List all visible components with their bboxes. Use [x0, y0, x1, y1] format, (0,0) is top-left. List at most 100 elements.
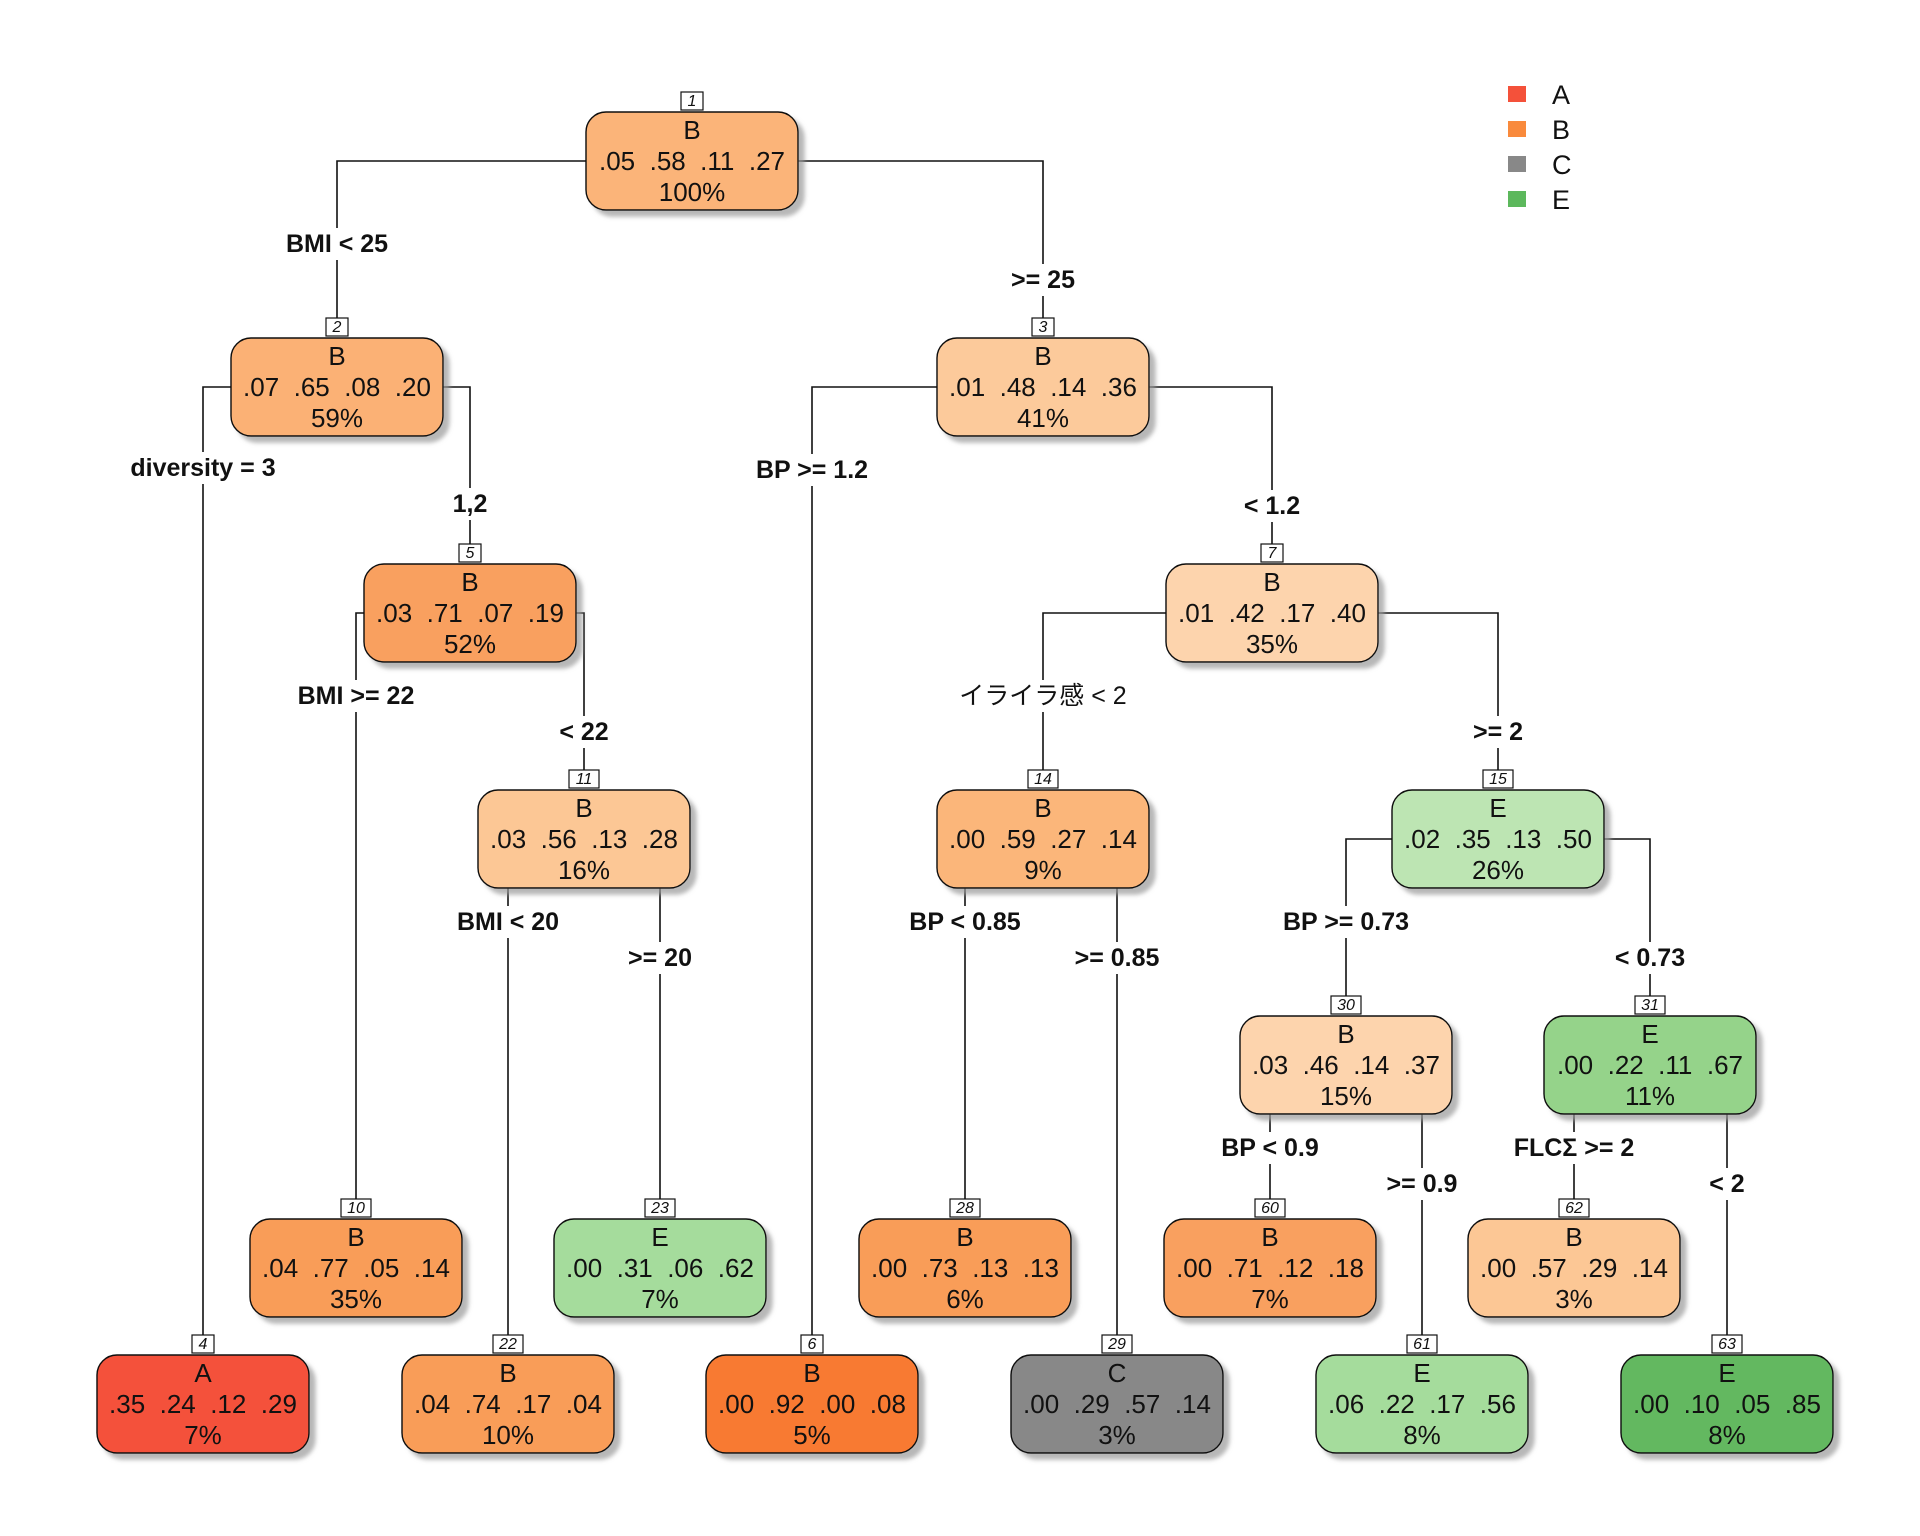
node-percentage: 8%	[1708, 1420, 1746, 1450]
split-label-bg-1-left	[281, 228, 393, 260]
split-label-bg-2-right	[448, 488, 492, 520]
node-box	[1315, 1354, 1529, 1454]
node-box	[249, 1218, 463, 1318]
split-label-31-left: FLCΣ >= 2	[1514, 1134, 1635, 1162]
node-number: 7	[1268, 545, 1278, 562]
split-label-3-right: < 1.2	[1244, 492, 1300, 520]
node-14: B.00 .59 .27 .149%14	[936, 769, 1150, 889]
legend-label: A	[1552, 80, 1570, 110]
node-class-label: B	[956, 1222, 973, 1252]
node-number-tag	[1254, 1198, 1286, 1218]
node-class-label: B	[1337, 1019, 1354, 1049]
split-label-bg-15-left	[1278, 906, 1414, 938]
node-percentage: 3%	[1098, 1420, 1136, 1450]
node-number-tag	[1031, 317, 1055, 337]
node-class-label: B	[1034, 793, 1051, 823]
split-label-bg-7-left	[955, 680, 1131, 712]
node-number-tag	[949, 1198, 981, 1218]
node-63: E.00 .10 .05 .858%63	[1620, 1334, 1834, 1454]
node-class-label: E	[1413, 1358, 1430, 1388]
node-4: A.35 .24 .12 .297%4	[96, 1334, 310, 1454]
node-probabilities: .03 .56 .13 .28	[490, 824, 678, 854]
node-probabilities: .01 .42 .17 .40	[1178, 598, 1366, 628]
node-number: 23	[650, 1200, 669, 1217]
node-box	[1010, 1354, 1224, 1454]
node-probabilities: .00 .57 .29 .14	[1480, 1253, 1668, 1283]
edge-1-3	[792, 160, 1044, 330]
node-percentage: 11%	[1625, 1081, 1675, 1111]
split-label-1-right: >= 25	[1011, 266, 1075, 294]
legend-item-e: E	[1508, 185, 1570, 215]
split-label-bg-14-right	[1070, 942, 1164, 974]
node-box	[705, 1354, 919, 1454]
split-label-2-left: diversity = 3	[130, 454, 275, 482]
node-probabilities: .00 .29 .57 .14	[1023, 1389, 1211, 1419]
node-class-label: E	[651, 1222, 668, 1252]
node-number: 28	[955, 1200, 974, 1217]
node-number: 3	[1039, 319, 1048, 336]
node-number: 31	[1641, 997, 1659, 1014]
node-percentage: 59%	[311, 403, 363, 433]
edge-11-23	[659, 838, 684, 1211]
node-box	[858, 1218, 1072, 1318]
node-number-tag	[325, 317, 349, 337]
node-number: 14	[1034, 771, 1052, 788]
node-percentage: 7%	[641, 1284, 679, 1314]
node-box	[96, 1354, 310, 1454]
node-class-label: B	[499, 1358, 516, 1388]
legend-label: E	[1552, 185, 1570, 215]
split-label-bg-2-left	[126, 452, 280, 484]
node-number-tag	[1634, 995, 1666, 1015]
node-probabilities: .00 .10 .05 .85	[1633, 1389, 1821, 1419]
node-percentage: 16%	[558, 855, 610, 885]
split-label-1-left: BMI < 25	[286, 230, 388, 258]
split-label-bg-31-right	[1705, 1168, 1749, 1200]
node-class-label: B	[575, 793, 592, 823]
legend-label: C	[1552, 150, 1572, 180]
node-probabilities: .00 .73 .13 .13	[871, 1253, 1059, 1283]
edge-3-7	[1143, 386, 1273, 556]
legend-swatch	[1508, 121, 1526, 137]
split-label-3-left: BP >= 1.2	[756, 456, 868, 484]
edge-14-28	[943, 838, 966, 1211]
node-number: 2	[332, 319, 342, 336]
node-box	[553, 1218, 767, 1318]
node-number-tag	[568, 769, 600, 789]
edge-2-4	[202, 386, 237, 1347]
node-box	[1239, 1015, 1453, 1115]
node-box	[1543, 1015, 1757, 1115]
node-probabilities: .00 .71 .12 .18	[1176, 1253, 1364, 1283]
node-number-tag	[680, 91, 704, 111]
split-label-14-left: BP < 0.85	[909, 908, 1021, 936]
node-box	[936, 789, 1150, 889]
node-number: 6	[808, 1336, 817, 1353]
node-number: 1	[688, 93, 697, 110]
split-label-bg-5-right	[555, 716, 613, 748]
split-label-bg-30-left	[1217, 1132, 1323, 1164]
node-class-label: B	[328, 341, 345, 371]
node-box	[1391, 789, 1605, 889]
node-probabilities: .00 .31 .06 .62	[566, 1253, 754, 1283]
node-percentage: 10%	[482, 1420, 534, 1450]
node-23: E.00 .31 .06 .627% 23	[553, 1198, 767, 1318]
node-box	[401, 1354, 615, 1454]
node-28: B.00 .73 .13 .136%28	[858, 1198, 1072, 1318]
node-class-label: B	[683, 115, 700, 145]
split-label-2-right: 1,2	[453, 490, 488, 518]
node-percentage: 7%	[1251, 1284, 1289, 1314]
node-percentage: 35%	[330, 1284, 382, 1314]
node-number: 60	[1261, 1200, 1279, 1217]
node-number: 15	[1489, 771, 1507, 788]
node-percentage: 52%	[444, 629, 496, 659]
node-class-label: E	[1489, 793, 1506, 823]
node-number-tag	[458, 543, 482, 563]
node-60: B.00 .71 .12 .187%60	[1163, 1198, 1377, 1318]
node-number: 22	[498, 1336, 517, 1353]
node-percentage: 8%	[1403, 1420, 1441, 1450]
node-class-label: B	[803, 1358, 820, 1388]
